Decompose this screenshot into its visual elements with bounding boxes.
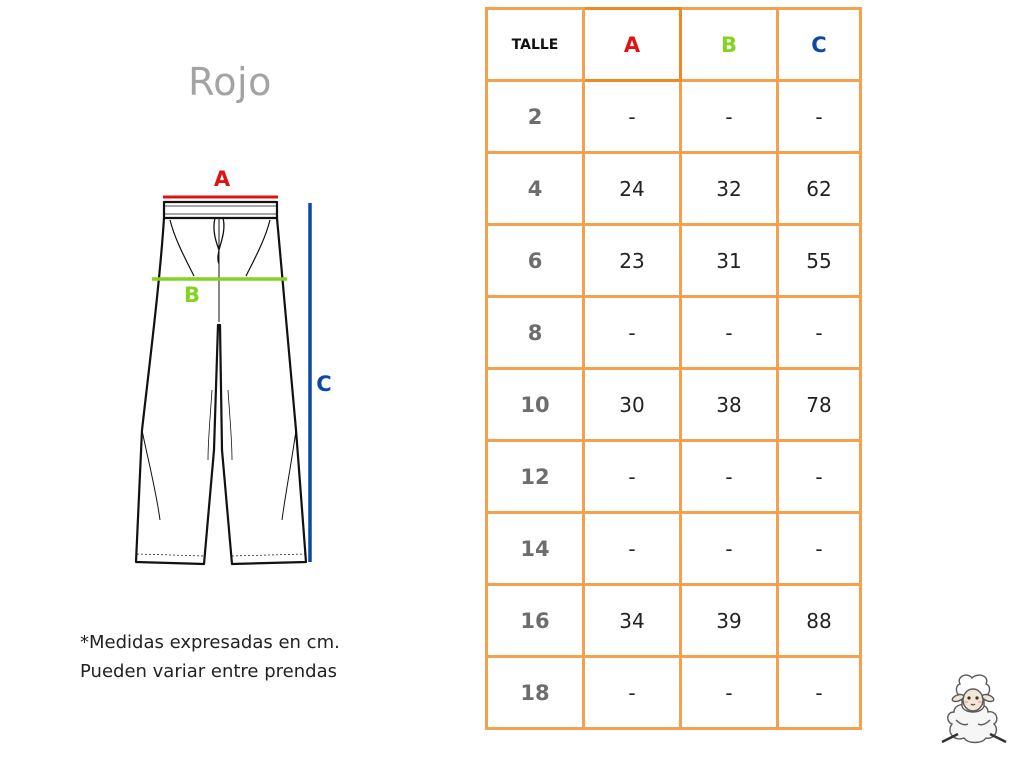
header-a: A <box>582 7 682 82</box>
size-cell: 14 <box>485 511 585 586</box>
value-a-cell: 30 <box>582 367 682 442</box>
header-b: B <box>679 7 779 82</box>
table-row: 6 23 31 55 <box>485 223 862 298</box>
value-c-cell: - <box>776 295 862 370</box>
table-row: 4 24 32 62 <box>485 151 862 226</box>
value-c-cell: - <box>776 655 862 730</box>
value-c-cell: - <box>776 511 862 586</box>
value-c-cell: - <box>776 79 862 154</box>
value-b-cell: 39 <box>679 583 779 658</box>
header-talle: TALLE <box>485 7 585 82</box>
size-cell: 4 <box>485 151 585 226</box>
value-a-cell: 23 <box>582 223 682 298</box>
value-c-cell: 55 <box>776 223 862 298</box>
table-row: 18 - - - <box>485 655 862 730</box>
value-a-cell: - <box>582 655 682 730</box>
size-cell: 16 <box>485 583 585 658</box>
note-line-1: *Medidas expresadas en cm. <box>80 632 340 653</box>
size-cell: 8 <box>485 295 585 370</box>
table-row: 16 34 39 88 <box>485 583 862 658</box>
value-b-cell: - <box>679 511 779 586</box>
pants-outline <box>134 200 308 566</box>
header-c: C <box>776 7 862 82</box>
label-a: A <box>214 167 231 191</box>
value-b-cell: 32 <box>679 151 779 226</box>
size-cell: 6 <box>485 223 585 298</box>
measurement-note: *Medidas expresadas en cm. Pueden variar… <box>80 628 340 686</box>
table-row: 10 30 38 78 <box>485 367 862 442</box>
value-c-cell: - <box>776 439 862 514</box>
value-b-cell: - <box>679 79 779 154</box>
table-row: 8 - - - <box>485 295 862 370</box>
table-row: 2 - - - <box>485 79 862 154</box>
size-cell: 10 <box>485 367 585 442</box>
table-row: 12 - - - <box>485 439 862 514</box>
value-a-cell: 34 <box>582 583 682 658</box>
table-header-row: TALLE A B C <box>485 7 862 82</box>
value-b-cell: - <box>679 295 779 370</box>
value-a-cell: - <box>582 511 682 586</box>
value-a-cell: - <box>582 439 682 514</box>
value-c-cell: 62 <box>776 151 862 226</box>
value-c-cell: 78 <box>776 367 862 442</box>
sheep-logo-icon <box>941 674 1007 744</box>
value-b-cell: 31 <box>679 223 779 298</box>
size-cell: 12 <box>485 439 585 514</box>
table-row: 14 - - - <box>485 511 862 586</box>
size-table: TALLE A B C 2 - - - 4 24 32 62 6 23 31 5… <box>485 7 862 730</box>
value-a-cell: - <box>582 79 682 154</box>
label-c: C <box>316 372 331 396</box>
value-b-cell: 38 <box>679 367 779 442</box>
note-line-2: Pueden variar entre prendas <box>80 661 337 682</box>
label-b: B <box>184 283 200 307</box>
value-a-cell: 24 <box>582 151 682 226</box>
size-cell: 18 <box>485 655 585 730</box>
value-b-cell: - <box>679 439 779 514</box>
value-c-cell: 88 <box>776 583 862 658</box>
pants-diagram: A B C <box>134 167 332 566</box>
value-a-cell: - <box>582 295 682 370</box>
value-b-cell: - <box>679 655 779 730</box>
size-cell: 2 <box>485 79 585 154</box>
product-title: Rojo <box>188 60 272 104</box>
